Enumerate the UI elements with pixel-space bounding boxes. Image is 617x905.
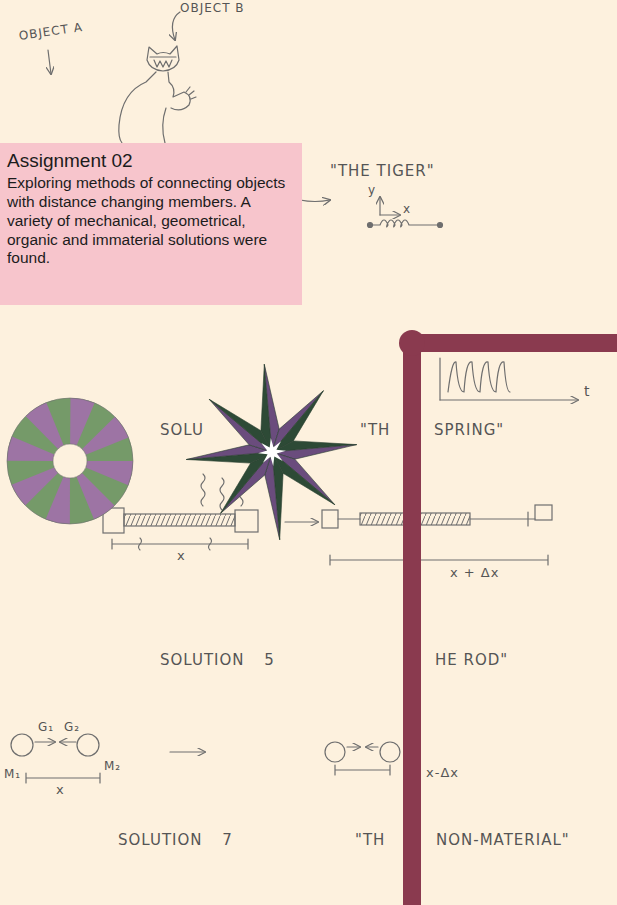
maroon-bracket — [403, 343, 421, 905]
rod-sketch — [470, 512, 535, 526]
solution-title: NON-MATERIAL" — [436, 832, 570, 849]
tiger-sketch — [48, 50, 51, 74]
force-label: G₁ — [38, 721, 54, 734]
rod-sketch — [285, 521, 318, 522]
gravity-sketch — [335, 765, 390, 775]
object-label: OBJECT B — [180, 2, 245, 15]
solution-title: "THE TIGER" — [330, 163, 435, 180]
color-wheel — [7, 398, 133, 524]
gravity-sketch — [325, 742, 345, 762]
color-wheel — [30, 421, 110, 501]
assignment-box: Assignment 02Exploring methods of connec… — [0, 143, 302, 305]
dimension-label: x — [56, 783, 65, 797]
color-wheel — [30, 421, 110, 501]
tiger-sketch — [163, 108, 166, 143]
tiger-sketch — [154, 60, 172, 67]
axis-label: y — [368, 184, 376, 197]
wave-plot — [440, 399, 578, 400]
wave-plot — [448, 362, 510, 392]
rod-sketch — [535, 505, 552, 520]
maroon-bracket — [399, 330, 425, 356]
color-wheel — [53, 444, 87, 478]
maroon-bracket — [403, 334, 617, 352]
wavy-marks — [220, 478, 224, 510]
spring-sketch — [300, 200, 330, 202]
rod-sketch — [322, 510, 338, 528]
mass-label: M₂ — [104, 760, 121, 773]
gravity-sketch — [26, 773, 100, 783]
maroon-bracket — [399, 330, 617, 905]
rod-sketch — [112, 539, 248, 549]
rod-sketch — [330, 555, 548, 565]
spring-sketch — [438, 223, 443, 228]
object-label: OBJECT A — [18, 21, 84, 43]
color-wheel — [7, 398, 133, 524]
spring-sketch — [379, 197, 380, 215]
gravity-sketch — [35, 741, 55, 742]
solution-title: SOLUTION 5 — [160, 652, 275, 669]
solution-title: "TH — [360, 422, 390, 439]
solution-title: SPRING" — [434, 422, 504, 439]
rod-sketch — [103, 505, 552, 565]
star-flower — [186, 364, 356, 539]
spring-sketch — [380, 214, 400, 215]
spring-sketch — [368, 223, 373, 228]
rod-sketch — [235, 510, 258, 532]
gravity-sketch — [60, 741, 76, 742]
tiger-sketch — [172, 12, 180, 40]
solution-title: SOLUTION 7 — [118, 832, 233, 849]
solution-title: HE ROD" — [435, 652, 508, 669]
gravity-sketch — [77, 734, 99, 756]
tiger-sketch — [186, 87, 196, 99]
dimension-label: x + Δx — [450, 566, 499, 580]
tiger-sketch — [119, 72, 156, 143]
spring-sketch — [300, 197, 443, 228]
dimension-label: x-Δx — [426, 766, 459, 780]
rod-sketch — [124, 514, 235, 526]
axis-label: x — [403, 203, 411, 216]
star-flower — [258, 438, 286, 466]
solution-title: "TH — [355, 832, 385, 849]
gravity-sketch — [366, 746, 378, 747]
gravity-sketch — [170, 751, 205, 752]
gravity-sketch — [11, 734, 400, 783]
rod-sketch — [338, 518, 360, 519]
wavy-marks — [139, 474, 244, 550]
gravity-sketch — [11, 734, 33, 756]
solution-title: SOLU — [160, 422, 204, 439]
force-label: G₂ — [64, 721, 80, 734]
dimension-label: x — [177, 549, 186, 563]
wavy-marks — [201, 474, 205, 506]
gravity-sketch — [347, 746, 360, 747]
mass-label: M₁ — [4, 768, 21, 781]
spring-sketch — [372, 220, 438, 227]
gravity-sketch — [380, 742, 400, 762]
assignment-heading: Assignment 02 — [7, 150, 295, 172]
tiger-sketch — [147, 46, 179, 71]
wave-plot — [440, 358, 578, 400]
assignment-description: Exploring methods of connecting objects … — [7, 174, 295, 269]
wave-plot — [439, 358, 440, 400]
axis-label: t — [584, 384, 591, 399]
tiger-sketch — [150, 56, 176, 57]
